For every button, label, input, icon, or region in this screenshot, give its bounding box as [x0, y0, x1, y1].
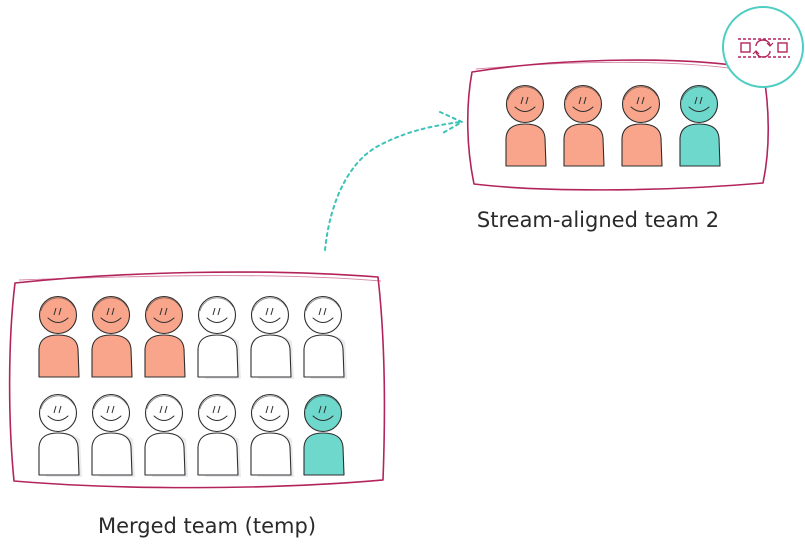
merged-team-member [38, 295, 80, 378]
stream-team-label: Stream-aligned team 2 [477, 208, 719, 232]
merged-team-member [197, 393, 241, 477]
merged-team-member [303, 393, 345, 476]
merged-team-boundary-sketch [18, 275, 382, 282]
stream-team-member [505, 84, 547, 167]
merged-team-member [38, 393, 82, 477]
merged-team-member [250, 295, 294, 379]
merged-team-members [38, 295, 347, 477]
merged-team-member [91, 295, 133, 378]
merged-team-member [91, 393, 135, 477]
stream-aligned-team-icon [722, 6, 804, 88]
stream-team-member [563, 84, 605, 167]
team-evolution-arrow [324, 111, 463, 251]
merged-team-boundary [8, 271, 386, 489]
merged-team-member [197, 295, 241, 379]
stream-team-boundary [466, 59, 770, 191]
stream-team-member [621, 84, 663, 167]
stream-team-member [679, 84, 721, 167]
stream-team-members [505, 84, 721, 167]
merged-team-member [250, 393, 294, 477]
merged-team-member [303, 295, 347, 379]
merged-team-member [144, 295, 186, 378]
merged-team-member [144, 393, 188, 477]
merged-team-label: Merged team (temp) [98, 514, 316, 538]
